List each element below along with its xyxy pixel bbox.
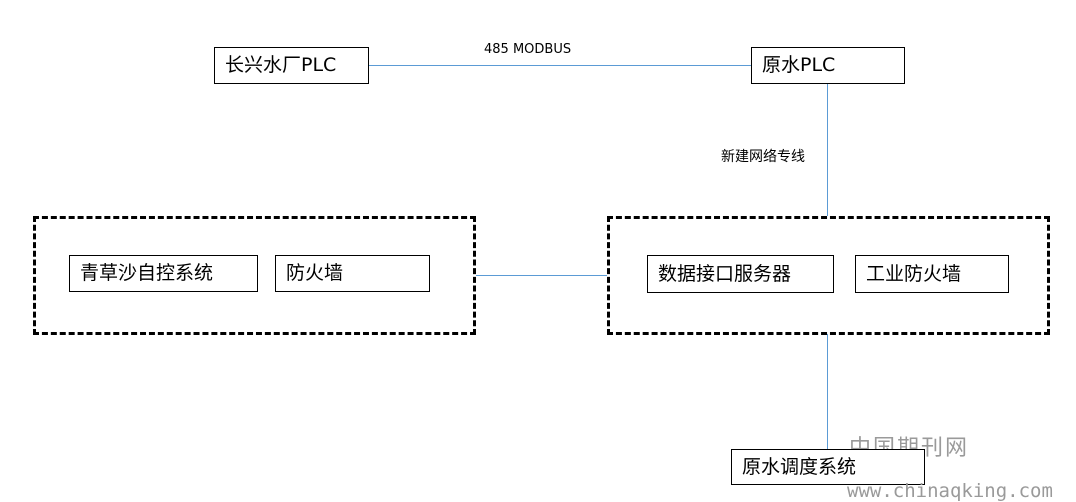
qingcaosha-group <box>33 216 476 335</box>
dedicated-line-label: 新建网络专线 <box>721 149 805 165</box>
watermark-url: www.chinaqking.com <box>847 480 1053 502</box>
interface-group <box>607 216 1050 335</box>
dispatch-system-node: 原水调度系统 <box>731 449 925 485</box>
modbus-label: 485 MODBUS <box>484 42 572 57</box>
yuanshui-plc-label: 原水PLC <box>762 54 836 76</box>
changxing-plc-node: 长兴水厂PLC <box>214 47 369 84</box>
firewall-label: 防火墙 <box>286 262 344 284</box>
yuanshui-plc-node: 原水PLC <box>751 47 905 84</box>
qingcaosha-system-label: 青草沙自控系统 <box>80 262 214 284</box>
dedicated-line-connection <box>827 84 829 216</box>
group-link-line <box>476 275 607 277</box>
firewall-node: 防火墙 <box>275 255 430 292</box>
dispatch-connection-line <box>827 334 829 450</box>
changxing-plc-label: 长兴水厂PLC <box>225 54 337 76</box>
modbus-connection-line <box>368 65 751 67</box>
data-interface-server-node: 数据接口服务器 <box>647 255 834 293</box>
data-interface-server-label: 数据接口服务器 <box>658 262 792 285</box>
qingcaosha-system-node: 青草沙自控系统 <box>69 255 258 292</box>
industrial-firewall-node: 工业防火墙 <box>855 255 1009 293</box>
dispatch-system-label: 原水调度系统 <box>742 455 857 478</box>
industrial-firewall-label: 工业防火墙 <box>866 262 962 285</box>
